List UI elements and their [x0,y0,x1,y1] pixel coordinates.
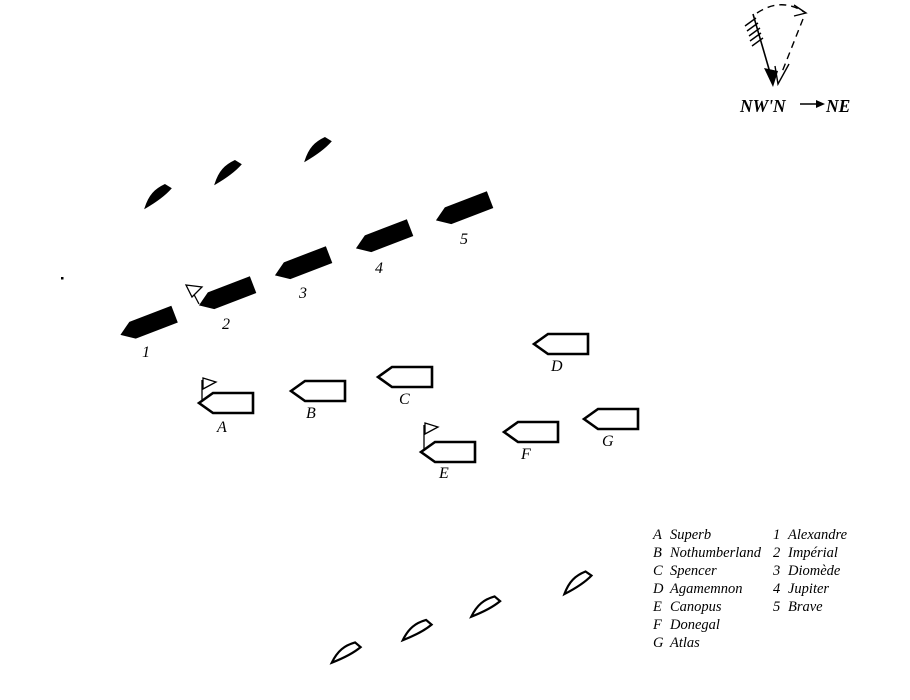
french-ship-1 [120,305,178,339]
french-ship-2-label: 2 [222,316,230,333]
british-ship-G [581,407,640,431]
british-line-of-battle: A B C D E F G [196,332,640,482]
legend-name-G: Atlas [669,635,700,651]
british-ship-A-label: A [216,419,227,436]
british-ship-F [501,420,560,444]
legend-key-G: G [653,635,664,651]
french-ship-5 [435,191,494,225]
legend-key-3: 3 [772,563,780,579]
british-ship-B [288,379,347,403]
british-ship-D-label: D [550,358,563,375]
british-ship-E-label: E [438,465,449,482]
french-frigates [144,137,332,210]
british-ship-A [196,391,255,415]
legend-name-3: Diomède [787,563,841,579]
wind-arrow-head [764,68,778,87]
wind-arrow-shaft [752,13,772,77]
french-flagship-pennant-icon [184,284,204,299]
legend-key-D: D [652,581,664,597]
wind-shift-arrow-icon [800,100,825,108]
wind-shift-label: NE [825,96,850,116]
legend-key-5: 5 [773,599,780,615]
french-ship-3-label: 3 [298,285,307,302]
british-frigate-hull-3 [469,595,502,619]
wind-initial-label: NW'N [739,96,787,116]
french-frigate-hull-2 [214,160,242,186]
french-frigate-hull-3 [304,137,332,163]
wind-arrow-feathers [744,17,764,47]
british-ship-C-label: C [399,391,410,408]
british-ship-E-pennant-icon [424,422,440,436]
british-frigate-hull-1 [329,641,363,665]
legend-key-E: E [652,599,662,615]
british-ship-B-label: B [306,405,316,422]
wind-ne-dashed-line [781,18,804,73]
british-ship-C [375,365,434,389]
legend-name-F: Donegal [669,617,720,633]
british-frigate-hull-2 [400,618,434,643]
french-ship-4 [355,219,414,253]
british-frigates [329,570,594,665]
french-frigate-hull-1 [144,184,172,210]
legend-key-B: B [653,545,662,561]
legend-name-4: Jupiter [788,581,829,597]
chart-dot [61,277,64,280]
legend-key-F: F [652,617,662,633]
french-ship-5-label: 5 [460,231,468,248]
legend-key-2: 2 [773,545,780,561]
legend-name-E: Canopus [670,599,722,615]
british-ship-G-label: G [602,433,614,450]
wind-compass: NW'N NE [739,4,850,116]
french-ship-4-label: 4 [375,260,383,277]
french-ship-3 [274,246,333,280]
wind-shift-arc-head-icon [793,4,808,17]
legend-name-2: Impérial [787,545,838,561]
legend-name-1: Alexandre [787,527,848,543]
legend-name-D: Agamemnon [669,581,743,597]
wind-shift-arc [756,4,805,14]
french-ship-1-label: 1 [142,344,150,361]
british-ship-F-label: F [520,446,531,463]
british-ship-D [531,332,590,356]
legend-key-1: 1 [773,527,780,543]
british-ship-A-pennant-icon [202,377,218,391]
legend-key-C: C [653,563,663,579]
legend-key-4: 4 [773,581,780,597]
legend-key-A: A [652,527,662,543]
british-ship-E [418,440,477,464]
wind-ne-line-head-icon [774,63,790,87]
legend-name-5: Brave [788,599,823,615]
legend-name-C: Spencer [670,563,717,579]
french-line-of-battle: 1 2 3 4 5 [120,191,494,361]
legend-name-B: Nothumberland [669,545,762,561]
legend-name-A: Superb [670,527,711,543]
british-frigate-hull-4 [562,570,594,597]
legend: A Superb B Nothumberland C Spencer D Aga… [652,527,848,651]
french-ship-2 [198,276,257,310]
